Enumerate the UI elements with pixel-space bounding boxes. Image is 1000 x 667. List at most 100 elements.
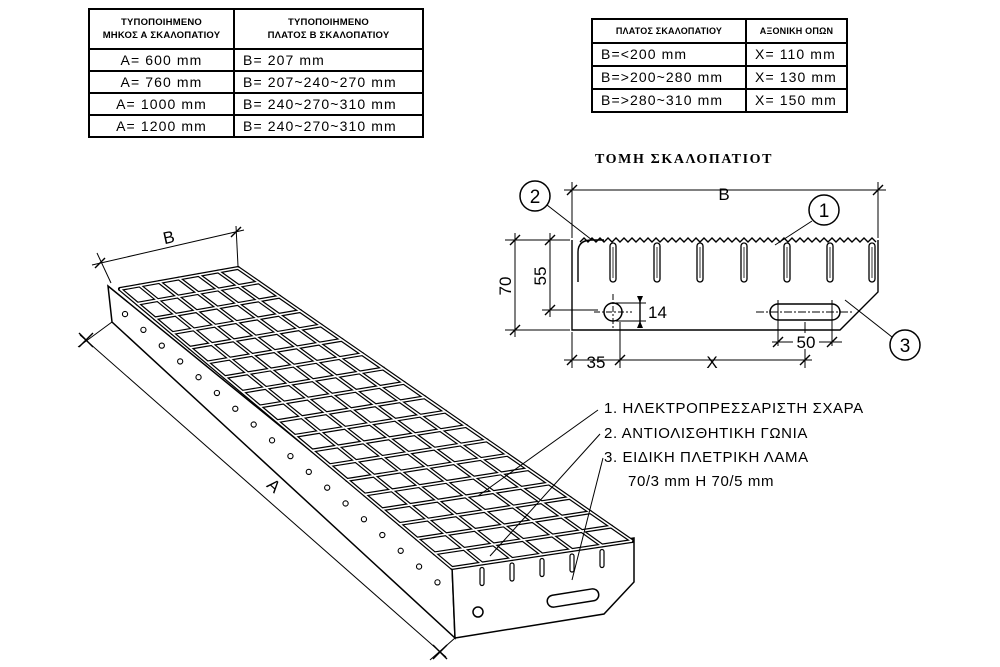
iso-length-dimension-line	[79, 334, 447, 658]
table1-length-cell: A= 600 mm	[88, 48, 235, 72]
side-plate-hole	[360, 516, 368, 523]
iso-dimension-width: B	[91, 225, 245, 284]
front-plate-slot	[546, 588, 600, 608]
side-plate-hole	[177, 358, 184, 365]
hole-dim-arrow-top	[637, 296, 643, 303]
anti-slip-angle	[577, 239, 604, 282]
table1-header-length-line2: ΜΗΚΟΣ Α ΣΚΑΛΟΠΑΤΙΟΥ	[102, 30, 221, 41]
callout-3-label: 3	[900, 336, 911, 357]
grating-bearing-bar-inner	[237, 267, 633, 542]
legend-3-leader	[571, 457, 604, 581]
legend-item-3: 3. ΕΙΔΙΚΗ ΠΛΕΤΡΙΚΗ ΛΑΜΑ	[604, 449, 809, 466]
table-row: B=>280~310 mm X= 150 mm	[591, 88, 848, 113]
grating-grid	[118, 266, 634, 570]
side-plate-hole	[324, 484, 331, 491]
bottom-tick-left	[566, 354, 578, 366]
iso-width-extension-left	[96, 252, 112, 284]
grating-bearing-bar-inner	[158, 281, 513, 560]
table2-width-cell: B=>280~310 mm	[591, 88, 747, 113]
width-hole-spacing-table: ΠΛΑΤΟΣ ΣΚΑΛΟΠΑΤΙΟΥ ΑΞΟΝΙΚΗ ΟΠΩΝ B=<200 m…	[591, 18, 848, 113]
grating-bearing-bar-inner	[139, 284, 483, 565]
callout-2-leader	[546, 204, 593, 241]
table-row: A= 1000 mm B= 240~270~310 mm	[88, 92, 424, 116]
grating-bearing-bar-inner	[217, 270, 603, 547]
table1-length-cell: A= 1000 mm	[88, 92, 235, 116]
iso-width-dimension-line	[91, 229, 245, 266]
section-dimension-width: B	[564, 182, 886, 238]
legend-1-leader	[477, 409, 599, 497]
side-plate-hole	[305, 468, 312, 476]
grating-bearing-bar-inner	[198, 274, 573, 551]
iso-dimension-length: A	[77, 321, 456, 661]
table2-spacing-cell: X= 130 mm	[745, 65, 848, 90]
table1-width-cell: B= 207 mm	[233, 48, 424, 72]
table1-header-length-line1: ΤΥΠΟΠΟΙΗΜΕΝΟ	[120, 17, 203, 28]
section-outline	[571, 240, 879, 331]
height-55-tick-bottom	[544, 304, 556, 316]
iso-width-extension-right	[235, 225, 239, 267]
callout-1-label: 1	[819, 201, 830, 222]
side-plate-hole	[379, 531, 386, 539]
iso-length-tick-front-b	[432, 644, 448, 660]
table1-header-width-line2: ΠΛΑΤΟΣ Β ΣΚΑΛΟΠΑΤΙΟΥ	[267, 30, 390, 41]
table1-width-cell: B= 207~240~270 mm	[233, 70, 424, 94]
legend-note: 70/3 mm Η 70/5 mm	[628, 473, 774, 490]
width-tick-left	[566, 184, 578, 196]
front-bar-end	[479, 566, 485, 587]
callout-1-circle	[808, 194, 840, 226]
side-plate-hole	[140, 326, 147, 334]
edge-offset-label: 35	[587, 353, 606, 372]
section-title: ΤΟΜΗ ΣΚΑΛΟΠΑΤΙΟΤ	[595, 152, 773, 167]
front-bar-end	[509, 562, 515, 582]
iso-width-tick-left	[94, 257, 106, 269]
section-dimension-bottom: 35 X 50	[564, 322, 842, 372]
side-plate-hole	[397, 547, 404, 554]
front-bar-ends	[479, 548, 605, 587]
table1-header-width-line1: ΤΥΠΟΠΟΙΗΜΕΝΟ	[287, 17, 370, 28]
hole-spacing-label: X	[706, 353, 717, 372]
isometric-tread	[107, 266, 635, 640]
iso-width-tick-right	[230, 226, 242, 238]
table2-spacing-cell: X= 110 mm	[745, 42, 848, 67]
iso-width-label: B	[161, 227, 176, 248]
callout-2-circle	[519, 180, 551, 212]
legend-item-1: 1. ΗΛΕΚΤΡΟΠΡΕΣΣΑΡΙΣΤΗ ΣΧΑΡΑ	[604, 400, 864, 417]
side-plate-hole	[121, 310, 129, 318]
legend-2-leader	[489, 433, 601, 557]
table1-width-cell: B= 240~270~310 mm	[233, 114, 424, 138]
table1-header-row: ΤΥΠΟΠΟΙΗΜΕΝΟ ΜΗΚΟΣ Α ΣΚΑΛΟΠΑΤΙΟΥ ΤΥΠΟΠΟΙ…	[88, 8, 424, 50]
side-plate-hole	[415, 563, 423, 570]
standard-length-width-table: ΤΥΠΟΠΟΙΗΜΕΝΟ ΜΗΚΟΣ Α ΣΚΑΛΟΠΑΤΙΟΥ ΤΥΠΟΠΟΙ…	[88, 8, 424, 138]
section-view	[571, 237, 879, 346]
table1-width-cell: B= 240~270~310 mm	[233, 92, 424, 116]
callout-2-label: 2	[530, 187, 541, 208]
callout-1: 1	[774, 194, 840, 246]
front-bar-end	[599, 548, 605, 569]
table-row: A= 600 mm B= 207 mm	[88, 48, 424, 72]
bottom-tick-hole	[614, 354, 626, 366]
width-tick-right	[872, 184, 884, 196]
height-70-tick-bottom	[509, 324, 521, 336]
section-width-label: B	[718, 185, 729, 204]
grating-bearing-bar-inner	[178, 277, 543, 556]
callout-3-leader	[844, 299, 893, 338]
table1-length-cell: A= 1200 mm	[88, 114, 235, 138]
table2-spacing-cell: X= 150 mm	[745, 88, 848, 113]
callout-3-circle	[889, 329, 921, 361]
section-dimension-hole: 14	[616, 296, 667, 328]
table2-width-cell: B=<200 mm	[591, 42, 747, 67]
table-row: A= 760 mm B= 207~240~270 mm	[88, 70, 424, 94]
slot-label-bg	[793, 333, 819, 349]
side-plate-hole	[195, 374, 202, 381]
height-hole-label: 55	[531, 267, 550, 286]
callout-3: 3	[844, 299, 921, 361]
slot-tick-right	[826, 336, 838, 348]
table1-length-cell: A= 760 mm	[88, 70, 235, 94]
slot-length-label: 50	[797, 333, 816, 352]
legend: 1. ΗΛΕΚΤΡΟΠΡΕΣΣΑΡΙΣΤΗ ΣΧΑΡΑ 2. ΑΝΤΙΟΛΙΣΘ…	[477, 400, 864, 581]
front-bar-end	[539, 557, 545, 578]
legend-item-2: 2. ΑΝΤΙΟΛΙΣΘΗΤΙΚΗ ΓΩΝΙΑ	[604, 425, 808, 442]
side-plate-hole	[158, 342, 165, 349]
height-55-tick-top	[544, 234, 556, 246]
